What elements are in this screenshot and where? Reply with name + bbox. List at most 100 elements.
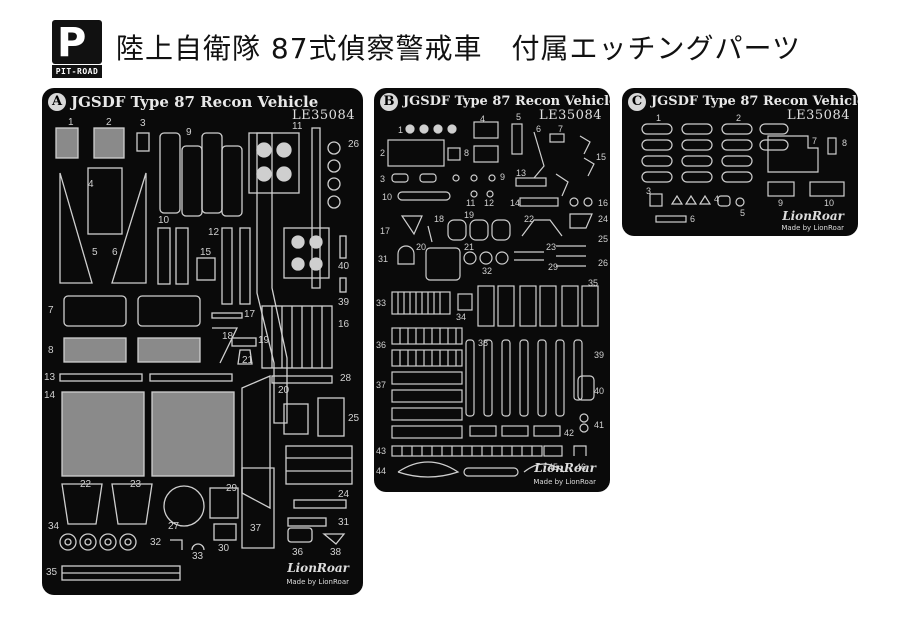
part-number: 13 (44, 372, 56, 383)
part-number: 43 (376, 446, 387, 456)
fret-c-header: C JGSDF Type 87 Recon Vehicle (628, 93, 858, 111)
part-number: 35 (46, 567, 58, 578)
part-number: 6 (536, 124, 542, 134)
part-number: 8 (842, 138, 848, 148)
part-number: 27 (168, 521, 180, 532)
part-number: 38 (478, 338, 489, 348)
part-number: 8 (464, 148, 470, 158)
fret-b-header: B JGSDF Type 87 Recon Vehicle (380, 93, 610, 111)
part-number: 1 (398, 125, 404, 135)
part-number: 34 (456, 312, 467, 322)
part-number: 21 (464, 242, 475, 252)
part-number: 10 (158, 215, 170, 226)
part-number: 32 (482, 266, 493, 276)
part-number: 12 (484, 198, 495, 208)
part-number: 19 (464, 210, 475, 220)
part-number: 6 (112, 247, 118, 258)
part-number: 26 (348, 139, 360, 150)
fret-c-madeby: Made by LionRoar (781, 224, 844, 232)
part-number: 16 (598, 198, 609, 208)
fret-b: B JGSDF Type 87 Recon Vehicle LE35084 Li… (374, 88, 610, 492)
part-number: 6 (690, 214, 696, 224)
fret-a-badge: A (48, 93, 66, 111)
part-number: 44 (376, 466, 387, 476)
part-number: 3 (380, 174, 386, 184)
part-number: 2 (380, 148, 386, 158)
part-number: 10 (382, 192, 393, 202)
part-number: 4 (88, 179, 94, 190)
part-number: 18 (434, 214, 445, 224)
fret-b-parts (387, 121, 599, 478)
part-number: 20 (416, 242, 427, 252)
part-number: 15 (200, 247, 212, 258)
part-number: 10 (824, 198, 835, 208)
part-number: 17 (244, 309, 256, 320)
part-number: 28 (340, 373, 352, 384)
fret-a-title: JGSDF Type 87 Recon Vehicle (71, 93, 319, 111)
fret-a-header: A JGSDF Type 87 Recon Vehicle (48, 93, 318, 111)
part-number: 22 (80, 479, 92, 490)
part-number: 37 (250, 523, 262, 534)
part-number: 1 (68, 117, 74, 128)
part-number: 24 (598, 214, 609, 224)
part-number: 23 (130, 479, 142, 490)
part-number: 5 (92, 247, 98, 258)
part-number: 39 (338, 297, 350, 308)
part-number: 36 (376, 340, 387, 350)
fret-b-brand: LionRoar (534, 461, 596, 475)
fret-a-parts (55, 127, 353, 581)
part-number: 36 (292, 547, 304, 558)
fret-a-brand: LionRoar (287, 561, 349, 575)
part-number: 3 (140, 118, 146, 129)
fret-b-badge: B (380, 93, 398, 111)
part-number: 8 (48, 345, 54, 356)
logo-text: PIT-ROAD (52, 65, 102, 78)
part-number: 14 (44, 390, 56, 401)
part-number: 17 (380, 226, 391, 236)
fret-c-title: JGSDF Type 87 Recon Vehicle (651, 94, 858, 109)
part-number: 9 (500, 172, 506, 182)
fret-c-parts (641, 123, 845, 223)
part-number: 11 (292, 121, 303, 132)
part-number: 4 (714, 194, 720, 204)
part-number: 38 (330, 547, 342, 558)
fret-a-code: LE35084 (292, 108, 355, 123)
page-header: P PIT-ROAD 陸上自衛隊 87式偵察警戒車 付属エッチングパーツ (52, 18, 801, 80)
page-title: 陸上自衛隊 87式偵察警戒車 付属エッチングパーツ (116, 32, 801, 65)
part-number: 3 (646, 186, 652, 196)
part-number: 45 (548, 462, 559, 472)
part-number: 37 (376, 380, 387, 390)
part-number: 31 (338, 517, 350, 528)
part-number: 7 (558, 124, 564, 134)
part-number: 21 (242, 355, 254, 366)
part-number: 14 (510, 198, 521, 208)
part-number: 30 (218, 543, 230, 554)
part-number: 9 (186, 127, 192, 138)
part-number: 32 (150, 537, 162, 548)
part-number: 11 (466, 198, 476, 208)
fret-a-madeby: Made by LionRoar (286, 578, 349, 586)
part-number: 41 (594, 420, 605, 430)
part-number: 31 (378, 254, 389, 264)
fret-b-madeby: Made by LionRoar (533, 478, 596, 486)
part-number: 5 (740, 208, 746, 218)
part-number: 34 (48, 521, 60, 532)
part-number: 35 (588, 278, 599, 288)
part-number: 9 (778, 198, 784, 208)
part-number: 22 (524, 214, 535, 224)
part-number: 15 (596, 152, 607, 162)
fret-b-title: JGSDF Type 87 Recon Vehicle (403, 94, 610, 109)
part-number: 39 (594, 350, 605, 360)
fret-c-badge: C (628, 93, 646, 111)
part-number: 23 (546, 242, 557, 252)
part-number: 40 (594, 386, 605, 396)
part-number: 7 (812, 136, 818, 146)
part-number: 2 (106, 117, 112, 128)
part-number: 7 (48, 305, 54, 316)
part-number: 29 (548, 262, 559, 272)
part-number: 19 (258, 335, 270, 346)
part-number: 13 (516, 168, 527, 178)
fret-b-code: LE35084 (539, 108, 602, 123)
fret-a: A JGSDF Type 87 Recon Vehicle LE35084 Li… (42, 88, 363, 595)
part-number: 1 (656, 113, 662, 123)
